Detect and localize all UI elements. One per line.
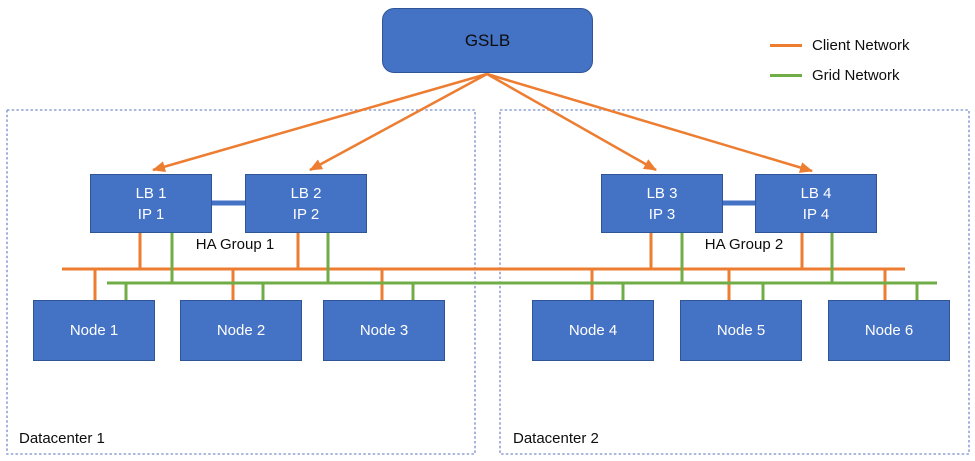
legend-item-client-network: Client Network — [770, 30, 970, 60]
ha-group-2-label: HA Group 2 — [704, 236, 784, 253]
grid-network-line-swatch — [770, 73, 802, 77]
client-network-line-swatch — [770, 43, 802, 47]
lb4-ip: IP 4 — [802, 205, 830, 223]
grid-network-legend-label: Grid Network — [812, 66, 900, 84]
node-3-box: Node 3 — [323, 300, 445, 361]
lb3-box: LB 3 IP 3 — [601, 174, 723, 233]
node-5-box: Node 5 — [680, 300, 802, 361]
node-6-box: Node 6 — [828, 300, 950, 361]
node-4-box: Node 4 — [532, 300, 654, 361]
lb2-ip: IP 2 — [292, 205, 320, 223]
datacenter-2-label: Datacenter 2 — [513, 430, 599, 447]
legend-item-grid-network: Grid Network — [770, 60, 970, 90]
node-2-box: Node 2 — [180, 300, 302, 361]
client-network-legend-label: Client Network — [812, 36, 910, 54]
gslb-box: GSLB — [382, 8, 593, 73]
lb1-ip: IP 1 — [137, 205, 165, 223]
node-1-box: Node 1 — [33, 300, 155, 361]
gslb-arrows — [152, 72, 813, 173]
lb4-name: LB 4 — [800, 184, 832, 202]
datacenter-1-label: Datacenter 1 — [19, 430, 105, 447]
lb1-name: LB 1 — [135, 184, 167, 202]
legend: Client Network Grid Network — [770, 30, 970, 90]
lb4-box: LB 4 IP 4 — [755, 174, 877, 233]
grid-network-lines — [107, 233, 937, 301]
lb1-box: LB 1 IP 1 — [90, 174, 212, 233]
lb2-name: LB 2 — [290, 184, 322, 202]
gslb-label: GSLB — [464, 30, 511, 50]
lb3-name: LB 3 — [646, 184, 678, 202]
lb3-ip: IP 3 — [648, 205, 676, 223]
ha-group-1-label: HA Group 1 — [195, 236, 275, 253]
lb2-box: LB 2 IP 2 — [245, 174, 367, 233]
